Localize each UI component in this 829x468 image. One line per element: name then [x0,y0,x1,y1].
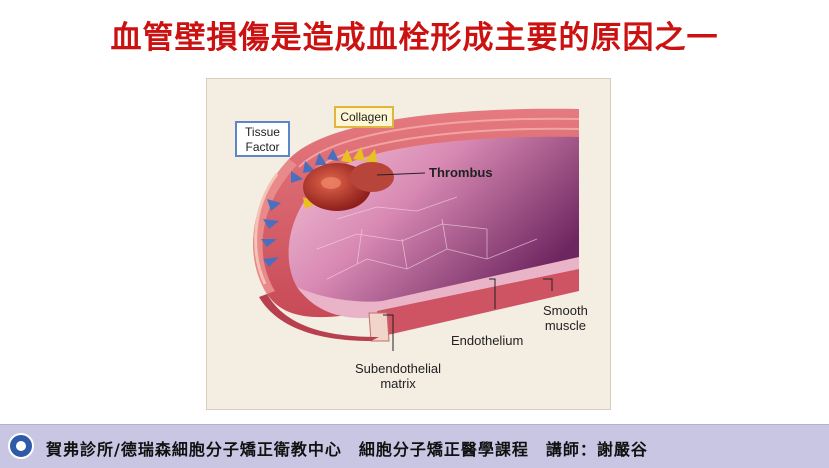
thrombus-label: Thrombus [429,165,493,180]
collagen-label: Collagen [334,106,394,128]
footer-text: 賀弗診所/德瑞森細胞分子矯正衛教中心 細胞分子矯正醫學課程 講師：謝嚴谷 [46,440,648,459]
smooth-muscle-label: Smooth muscle [543,303,588,333]
endothelium-leader [489,278,496,309]
vessel-endothelium-floor [297,257,579,319]
subendothelial-label-line1: Subendothelial [355,361,442,376]
slide-title: 血管壁損傷是造成血栓形成主要的原因之一 [110,20,719,56]
tissue-factor-label-line1: Tissue [245,125,280,139]
subendothelial-label-line2: matrix [380,376,416,391]
smooth-muscle-label-line2: muscle [544,318,586,333]
subendothelial-leader [383,314,394,351]
endothelial-cell-mesh [316,196,538,280]
smooth-muscle-leader [543,278,553,291]
footer-bar: 賀弗診所/德瑞森細胞分子矯正衛教中心 細胞分子矯正醫學課程 講師：謝嚴谷 [0,424,829,468]
clinic-logo-icon [8,433,34,459]
tissue-factor-label-line2: Factor [245,140,280,154]
vessel-cut-face [368,312,390,342]
subendothelial-matrix-label: Subendothelial matrix [355,361,441,391]
vessel-injury-illustration: Tissue Factor Collagen Thrombus Smooth m… [206,78,611,410]
tissue-factor-arrows [261,149,339,267]
endothelium-label: Endothelium [451,333,524,348]
vessel-drawing [253,108,580,351]
thrombus-leader [376,172,426,176]
tissue-factor-label: Tissue Factor [235,121,290,157]
vessel-lower-wall [377,269,579,337]
vessel-left-wall [253,159,297,294]
smooth-muscle-label-line1: Smooth [543,303,588,318]
